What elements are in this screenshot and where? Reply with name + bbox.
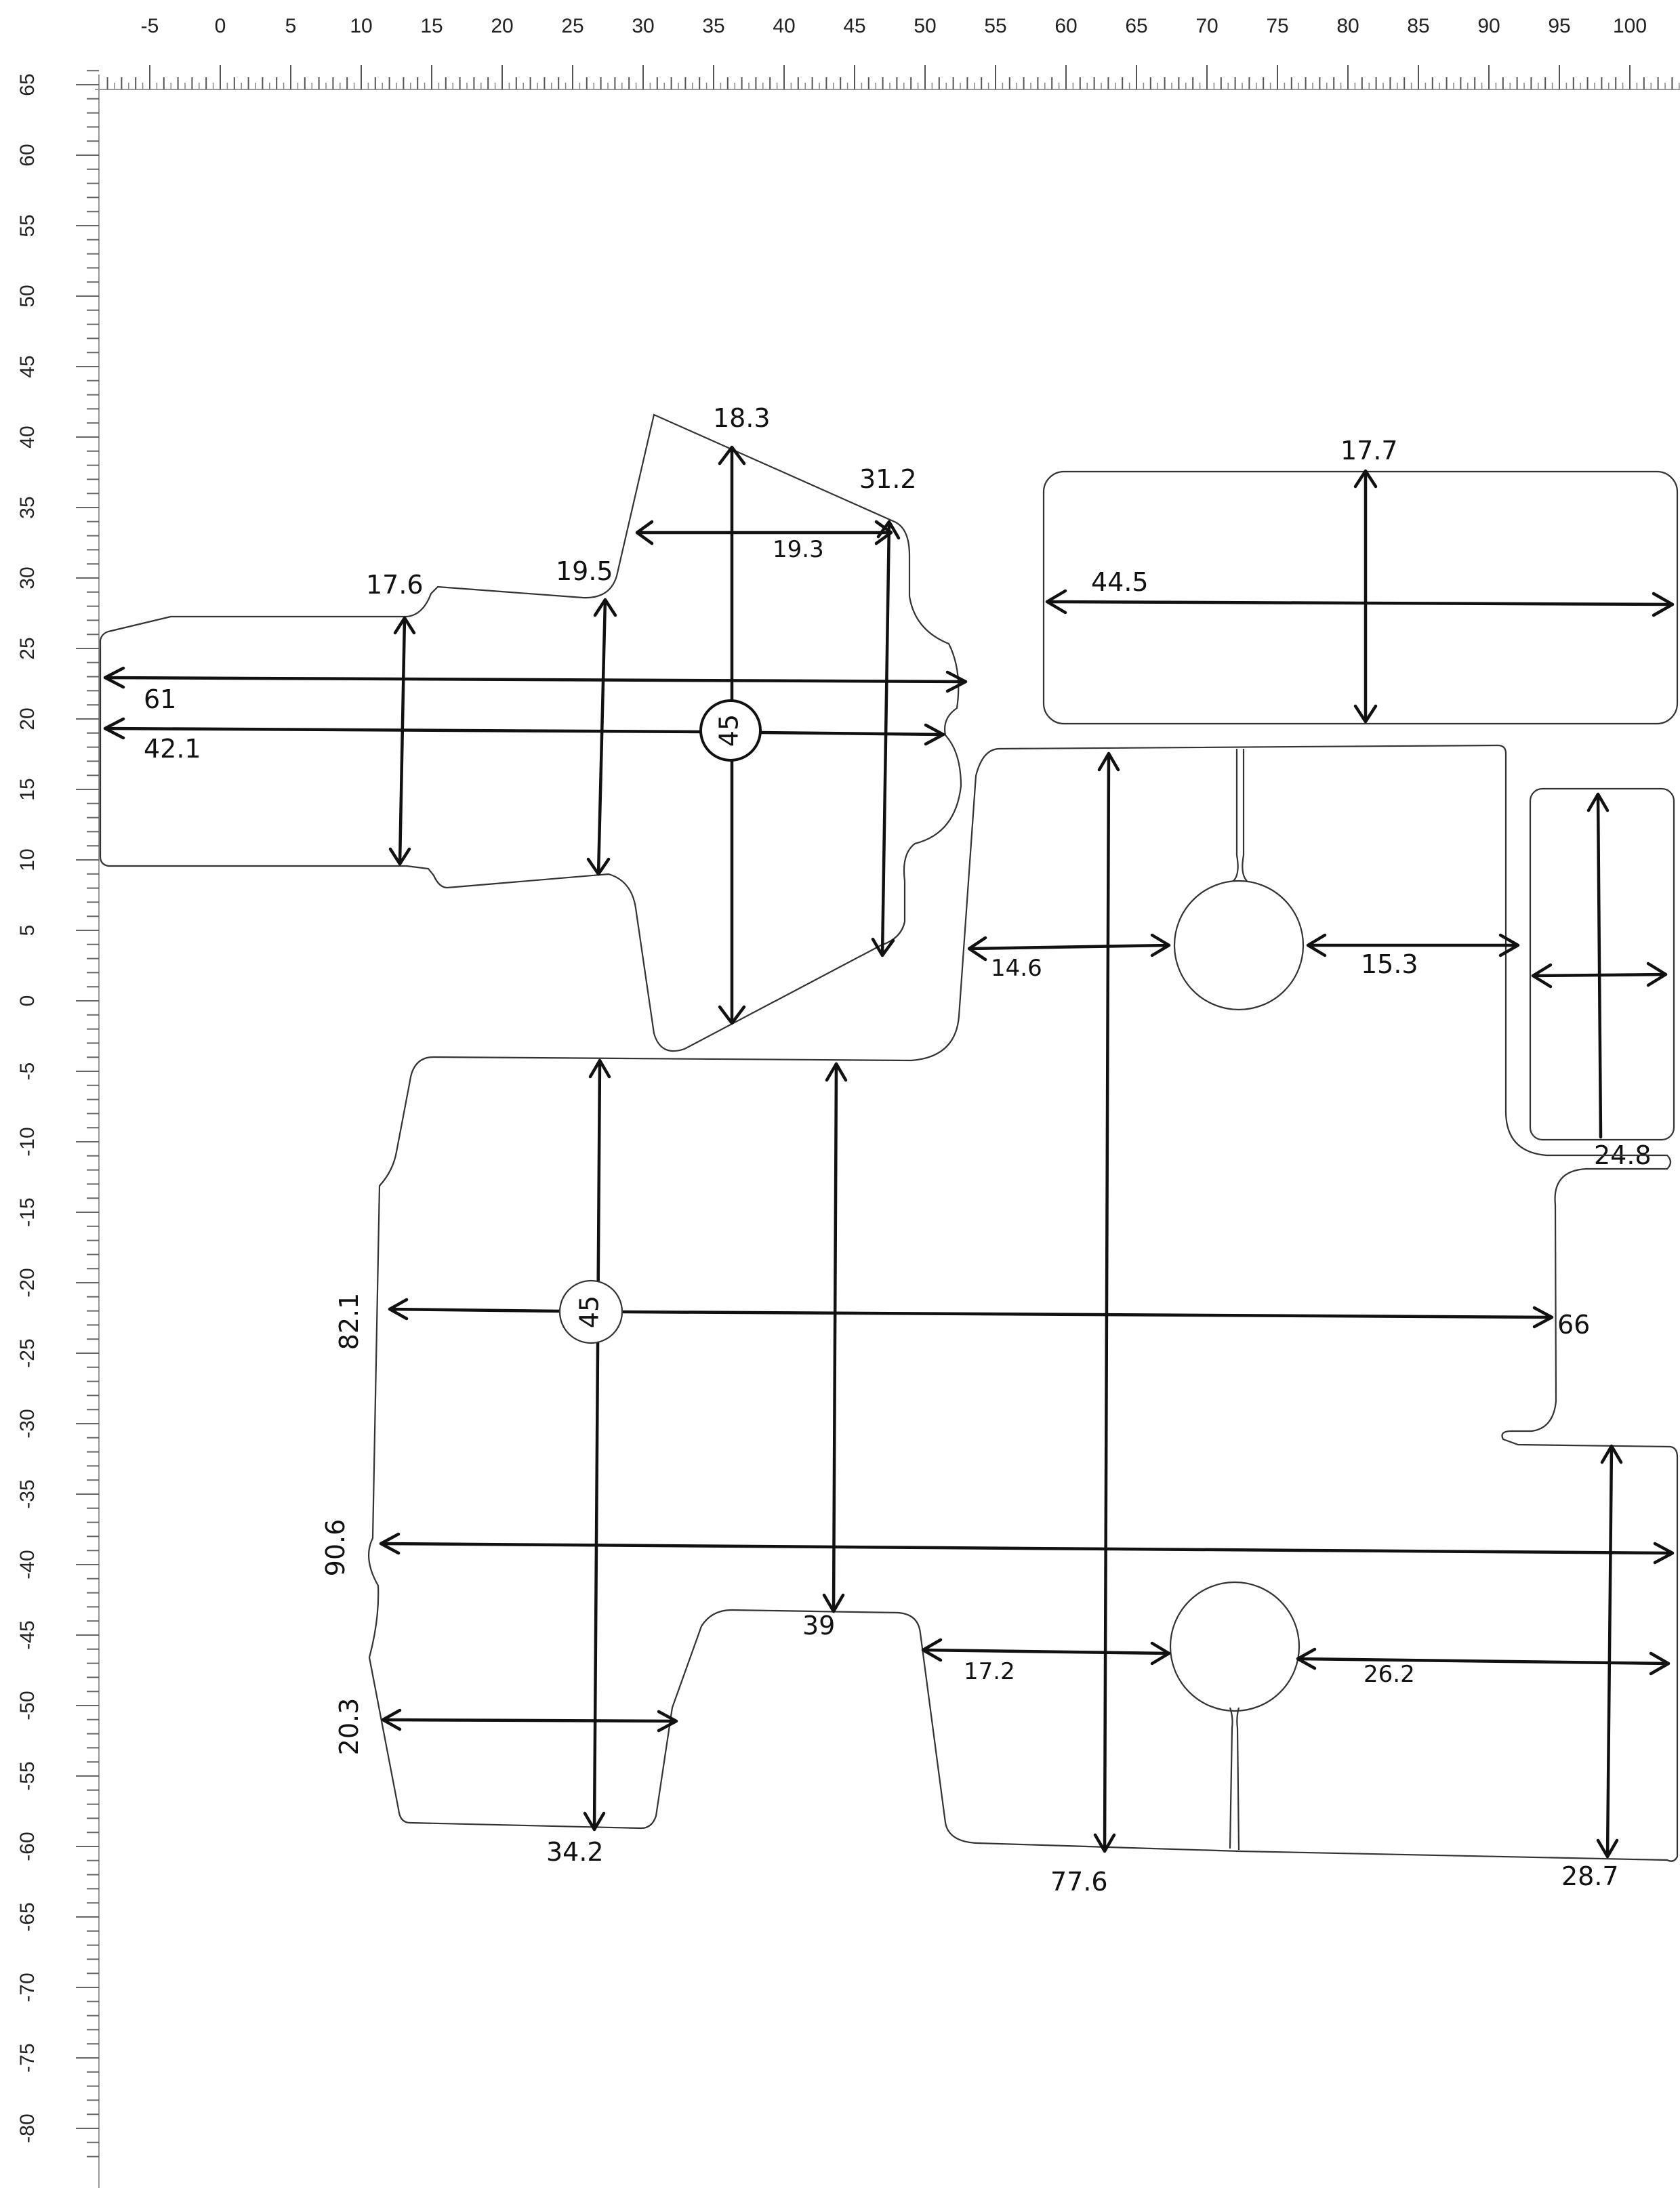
dim-label: 26.2	[1364, 1661, 1415, 1688]
dim-label: 19.3	[773, 536, 824, 563]
marker-label: 45	[575, 1296, 605, 1328]
ruler-label: 20	[16, 707, 39, 730]
ruler-label: 40	[773, 15, 795, 37]
ruler-label: -60	[16, 1832, 39, 1861]
ruler-label: 70	[1195, 15, 1218, 37]
left-ruler: 65605550454035302520151050-5-10-15-20-25…	[16, 70, 100, 2188]
dim-label: 18.3	[713, 403, 771, 433]
right-strip-outline	[1529, 787, 1675, 1141]
ruler-label: 90	[1477, 15, 1500, 37]
ruler-label: 60	[1054, 15, 1077, 37]
ruler-label: 45	[843, 15, 865, 37]
ruler-label: -55	[16, 1761, 39, 1790]
ruler-label: 35	[16, 496, 39, 518]
ruler-label: 100	[1613, 15, 1647, 37]
ruler-label: -50	[16, 1691, 39, 1720]
ruler-label: 50	[16, 285, 39, 307]
ruler-label: -15	[16, 1197, 39, 1226]
ruler-label: 65	[16, 73, 39, 96]
ruler-label: 95	[1548, 15, 1570, 37]
top-right-outline	[1042, 470, 1679, 725]
top-right-piece: 17.7 44.5	[1042, 436, 1679, 725]
dim-label: 82.1	[334, 1293, 364, 1350]
ruler-label: 85	[1407, 15, 1429, 37]
dim-label: 90.6	[321, 1519, 350, 1577]
ruler-label: 10	[350, 15, 372, 37]
grainline-marker	[699, 699, 762, 762]
ruler-label: 5	[285, 15, 297, 37]
ruler-label: -20	[16, 1268, 39, 1297]
ruler-label: 20	[491, 15, 513, 37]
top-ruler: -5 0 5 10 15 20 25 30 35 40 45 50 55 60 65 70 75 80 85 90 95…	[95, 15, 1680, 90]
dim-label: 61	[144, 684, 176, 714]
ruler-label: 45	[16, 355, 39, 377]
ruler-label: 0	[215, 15, 226, 37]
ruler-label: 10	[16, 848, 39, 871]
ruler-label: 50	[914, 15, 936, 37]
dim-label: 17.7	[1340, 436, 1398, 466]
ruler-label: 80	[1336, 15, 1359, 37]
ruler-label: 15	[420, 15, 443, 37]
ruler-label: 25	[561, 15, 583, 37]
left-ruler-labels: 65605550454035302520151050-5-10-15-20-25…	[16, 73, 39, 2143]
upper-piece: 45 18.3 31.2 19.3 17.6 19.5 61 42.1	[99, 403, 968, 1052]
marker-label: 45	[714, 714, 744, 747]
dim-label: 17.2	[964, 1658, 1015, 1685]
dim-label: 39	[802, 1611, 835, 1640]
ruler-label: -40	[16, 1550, 39, 1579]
dim-label: 31.2	[859, 464, 917, 494]
ruler-label: 60	[16, 144, 39, 166]
ruler-label: -75	[16, 2043, 39, 2072]
ruler-label: 30	[16, 566, 39, 589]
dim-label: 17.6	[366, 570, 424, 600]
dim-label: 14.6	[991, 955, 1042, 982]
main-piece-outline	[368, 744, 1679, 1862]
ruler-label: 35	[702, 15, 724, 37]
dim-label: 20.3	[334, 1698, 364, 1756]
ruler-label: -70	[16, 1973, 39, 2002]
hole-upper	[1173, 880, 1305, 1011]
right-strip-piece: 24.8	[1529, 787, 1675, 1170]
ruler-label: 75	[1266, 15, 1288, 37]
ruler-label: -25	[16, 1338, 39, 1367]
top-ruler-ticks	[106, 65, 1680, 89]
ruler-label: -30	[16, 1409, 39, 1438]
ruler-label: 55	[16, 214, 39, 236]
grainline-marker	[558, 1279, 623, 1344]
ruler-label: 30	[632, 15, 654, 37]
ruler-label: -5	[16, 1062, 39, 1081]
dim-label: 66	[1557, 1310, 1590, 1340]
ruler-label: 40	[16, 426, 39, 448]
ruler-label: 25	[16, 637, 39, 659]
ruler-label: -10	[16, 1127, 39, 1156]
main-piece: 14.6 15.3 77.6 39 45 66 82.1 90.6 28.7 1…	[321, 744, 1679, 1897]
dim-label: 34.2	[546, 1837, 604, 1867]
dim-label: 15.3	[1361, 949, 1418, 979]
ruler-label: -5	[141, 15, 159, 37]
ruler-label: 5	[16, 925, 39, 936]
ruler-label: 15	[16, 778, 39, 800]
ruler-label: -35	[16, 1479, 39, 1508]
ruler-label: -65	[16, 1902, 39, 1931]
ruler-label: 65	[1125, 15, 1147, 37]
left-ruler-ticks	[76, 70, 99, 2158]
dim-label: 28.7	[1561, 1861, 1619, 1891]
hole-lower	[1169, 1581, 1300, 1712]
dim-label: 42.1	[144, 734, 201, 764]
ruler-label: 55	[984, 15, 1006, 37]
ruler-label: -80	[16, 2113, 39, 2143]
upper-piece-outline	[99, 413, 962, 1052]
ruler-label: 0	[16, 995, 39, 1007]
top-ruler-labels: -5 0 5 10 15 20 25 30 35 40 45 50 55 60 65 70 75 80 85 90 95…	[141, 15, 1647, 37]
ruler-label: -45	[16, 1620, 39, 1649]
dim-label: 77.6	[1050, 1867, 1108, 1897]
dim-label: 19.5	[556, 556, 613, 586]
dim-label: 44.5	[1091, 567, 1149, 597]
